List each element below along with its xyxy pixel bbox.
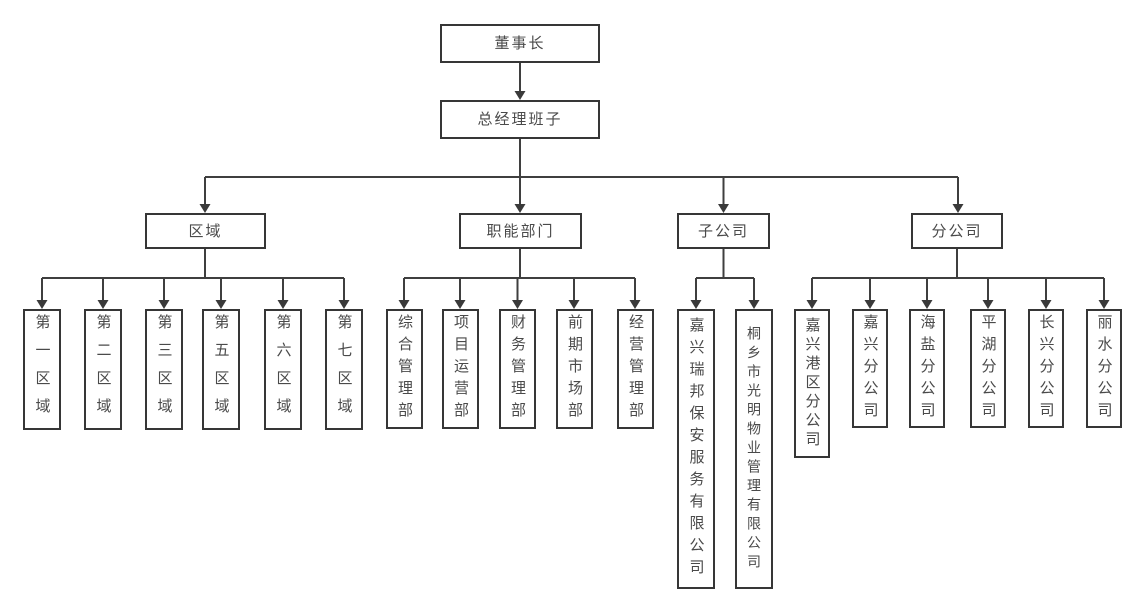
node-chairman: 董事长 [440, 24, 600, 63]
node-region-5: 第五区域 [202, 309, 240, 430]
node-group-subsidiaries: 子公司 [677, 213, 770, 249]
node-chairman-label: 董事长 [494, 35, 546, 52]
node-dept-project-operations: 项目运营部 [442, 309, 479, 429]
node-region-3: 第三区域 [145, 309, 183, 430]
node-subsidiary-tongxiang-guangming-property: 桐乡市光明物业管理有限公司 [735, 309, 773, 589]
node-branch-haiyan: 海盐分公司 [909, 309, 945, 428]
node-branch-jiaxing: 嘉兴分公司 [852, 309, 888, 428]
node-dept-business-mgmt: 经营管理部 [617, 309, 654, 429]
node-branch-changxing: 长兴分公司 [1028, 309, 1064, 428]
node-group-branches-label: 分公司 [931, 222, 983, 240]
node-group-functional-depts: 职能部门 [459, 213, 582, 249]
node-dept-early-market: 前期市场部 [556, 309, 593, 429]
node-group-branches: 分公司 [911, 213, 1003, 249]
node-dept-general-admin: 综合管理部 [386, 309, 423, 429]
node-region-2: 第二区域 [84, 309, 122, 430]
node-region-1: 第一区域 [23, 309, 61, 430]
node-gm-team-label: 总经理班子 [477, 111, 563, 128]
node-branch-pinghu: 平湖分公司 [970, 309, 1006, 428]
node-region-7: 第七区域 [325, 309, 363, 430]
node-group-region: 区域 [145, 213, 266, 249]
node-region-6: 第六区域 [264, 309, 302, 430]
node-subsidiary-jiaxing-ruibang-security: 嘉兴瑞邦保安服务有限公司 [677, 309, 715, 589]
node-branch-lishui: 丽水分公司 [1086, 309, 1122, 428]
node-gm-team: 总经理班子 [440, 100, 600, 139]
node-group-subsidiaries-label: 子公司 [697, 222, 749, 240]
node-group-region-label: 区域 [188, 222, 223, 240]
node-dept-finance: 财务管理部 [499, 309, 536, 429]
node-branch-jiaxing-port: 嘉兴港区分公司 [794, 309, 830, 458]
node-group-functional-depts-label: 职能部门 [486, 222, 555, 240]
